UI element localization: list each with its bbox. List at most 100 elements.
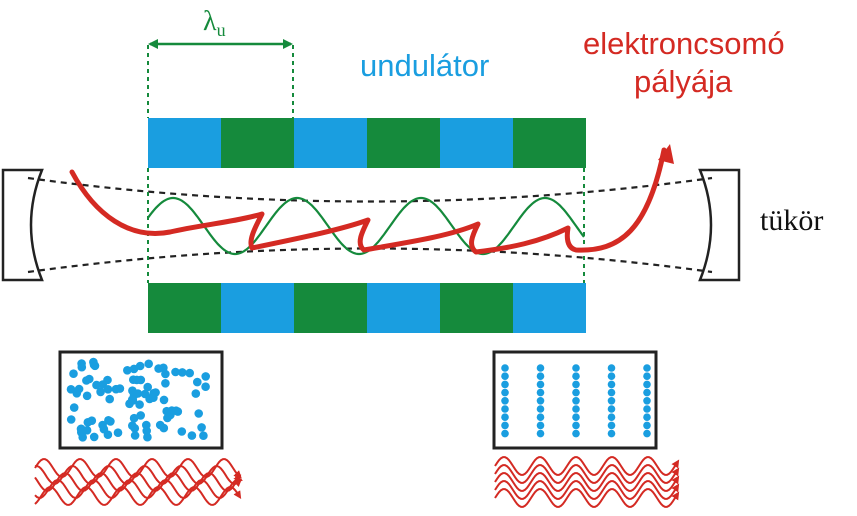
bunch-dot	[501, 380, 509, 389]
bunch-dot	[69, 403, 79, 412]
left-mirror-icon	[1, 168, 44, 282]
bunch-dot	[607, 397, 616, 405]
bunch-dot	[501, 405, 509, 413]
bunch-dot	[159, 395, 169, 405]
bottom-magnet	[513, 283, 586, 333]
bunch-dot	[643, 364, 651, 372]
bunch-dot	[187, 431, 197, 440]
bunch-dot	[501, 388, 509, 397]
bunch-dot	[111, 384, 121, 394]
bunch-dot	[82, 391, 92, 401]
bunch-dot	[66, 385, 76, 394]
bunch-dot	[82, 426, 92, 435]
bunch-dot	[171, 367, 180, 377]
bunch-dot	[201, 382, 210, 392]
bunch-dot	[643, 413, 651, 422]
bunch-dot	[501, 364, 509, 372]
bunch-dot	[128, 386, 137, 396]
bunch-dot	[129, 413, 139, 423]
optical-beam-envelope	[27, 176, 713, 274]
bunch-dot	[130, 431, 140, 440]
bunch-dot	[135, 400, 144, 409]
bunch-dot	[194, 409, 203, 418]
bunch-dot	[98, 420, 107, 430]
bunch-dot	[113, 428, 123, 438]
top-magnet	[294, 118, 367, 168]
coherent-dots	[501, 364, 651, 438]
bunch-dot	[199, 431, 208, 441]
bunch-dot	[501, 429, 509, 438]
right-mirror-icon	[698, 168, 741, 282]
bunch-dot	[607, 413, 616, 422]
bunch-dot	[572, 372, 580, 381]
bunch-dot	[643, 380, 651, 389]
bunch-dot	[197, 423, 206, 432]
bunch-dot	[193, 377, 202, 387]
bunch-dot	[572, 405, 580, 413]
bunch-dot	[78, 433, 87, 442]
bunch-dot	[89, 432, 99, 442]
bunch-dot	[643, 429, 651, 438]
bunch-dot	[536, 380, 545, 389]
top-magnet	[367, 118, 440, 168]
bunch-dot	[607, 364, 616, 372]
bunch-dot	[201, 372, 210, 381]
bunch-dot	[123, 366, 132, 375]
emission-wave	[494, 464, 680, 484]
bunch-dot	[572, 388, 580, 397]
bunch-dot	[607, 372, 616, 381]
top-magnet	[513, 118, 586, 168]
bunch-dot	[74, 384, 84, 394]
incoherent-emission-waves	[34, 458, 243, 506]
top-magnet	[221, 118, 294, 168]
bunch-dot	[69, 369, 78, 379]
bunch-dot	[501, 372, 509, 381]
electron-path	[69, 147, 667, 255]
bunch-dot	[155, 420, 165, 430]
electron-path-label-line2: pályája	[634, 64, 733, 99]
bunch-dot	[149, 393, 158, 403]
bunch-dot	[66, 415, 76, 424]
emission-wave	[34, 476, 243, 499]
bunch-dot	[161, 379, 170, 388]
bunch-dot	[140, 389, 150, 399]
top-magnet	[148, 118, 221, 168]
bunch-dot	[536, 405, 545, 413]
bunch-dot	[607, 405, 616, 413]
emission-wave	[494, 456, 680, 476]
undulator-label: undulátor	[360, 48, 489, 83]
bunch-dot	[572, 421, 580, 430]
bunch-dot	[142, 426, 151, 436]
bunch-dot	[536, 388, 545, 397]
bunch-dot	[103, 430, 113, 440]
bunch-dot	[161, 369, 170, 379]
bunch-dot	[143, 432, 152, 442]
bunch-dot	[572, 413, 580, 422]
undulator-magnets-top	[148, 118, 586, 168]
bunch-dot	[643, 372, 651, 381]
bottom-magnet	[294, 283, 367, 333]
bunch-dot	[103, 385, 113, 394]
bunch-dot	[572, 429, 580, 438]
bunch-dot	[104, 416, 113, 425]
emission-wave	[34, 471, 242, 493]
bunch-dot	[132, 375, 142, 385]
emission-wave	[34, 458, 242, 479]
emission-wave	[34, 486, 242, 506]
bunch-dot	[154, 364, 163, 373]
emission-wave	[494, 472, 680, 492]
bunch-dot	[89, 357, 98, 367]
bunch-dot	[536, 413, 545, 422]
incoherent-dots	[66, 357, 210, 442]
bunch-dot	[83, 418, 93, 427]
mirror-label: tükör	[760, 204, 823, 237]
bunch-dot	[607, 388, 616, 397]
bunch-dot	[96, 387, 105, 397]
bunch-dot	[572, 397, 580, 405]
bunch-dot	[643, 421, 651, 430]
bottom-magnet	[367, 283, 440, 333]
bunch-dot	[643, 397, 651, 405]
period-guides	[147, 45, 585, 283]
bunch-dot	[185, 368, 194, 378]
